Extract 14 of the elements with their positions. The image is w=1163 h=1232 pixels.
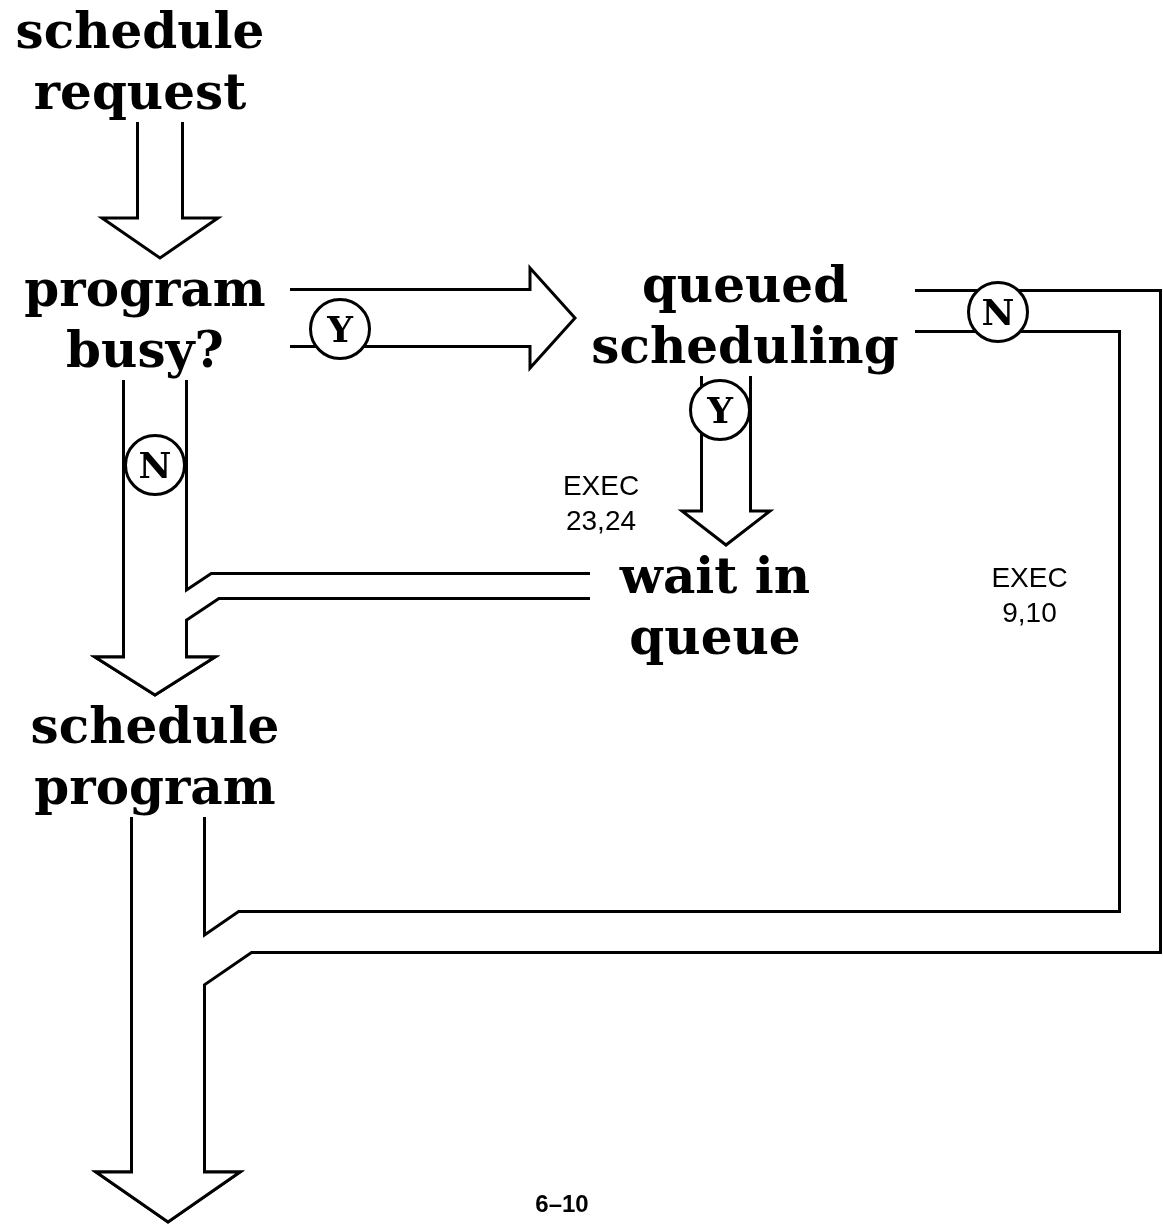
hollow-arrow	[94, 817, 242, 1224]
step-text: schedule request	[0, 0, 280, 122]
note-text: EXEC 23,24	[561, 469, 641, 538]
hollow-arrow	[100, 122, 220, 260]
step-text: queued scheduling	[575, 254, 915, 376]
step-text: schedule program	[0, 695, 310, 817]
hollow-arrow	[93, 572, 590, 697]
edge-label: N	[967, 281, 1029, 343]
step-text: program busy?	[0, 258, 290, 380]
hollow-arrow	[680, 376, 772, 547]
page-number: 6–10	[534, 1192, 590, 1216]
hollow-arrow	[290, 266, 577, 370]
step-text: wait in queue	[590, 545, 840, 667]
note-text: EXEC 9,10	[990, 561, 1069, 630]
